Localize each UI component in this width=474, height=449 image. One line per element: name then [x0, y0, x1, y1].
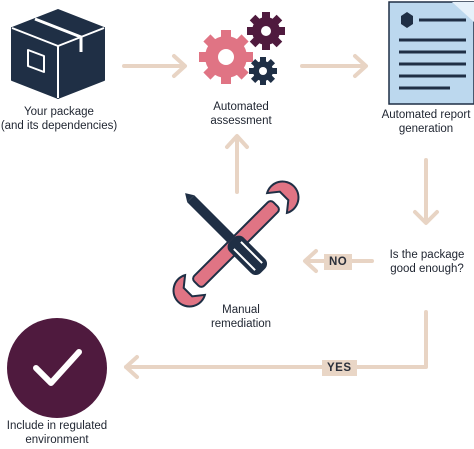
remediation-label-line1: Manual — [222, 304, 260, 316]
gears-icon — [199, 12, 285, 85]
yes-edge-label: YES — [322, 360, 357, 376]
remediation-label: Manual remediation — [196, 303, 286, 331]
arrow-decision-to-include — [124, 310, 428, 379]
decision-label-line1: Is the package — [389, 249, 465, 261]
assessment-label: Automated assessment — [196, 100, 286, 128]
tools-icon — [172, 180, 300, 308]
package-box-icon — [11, 9, 105, 99]
package-label-line1: Your package — [24, 106, 94, 118]
assessment-label-line1: Automated — [213, 101, 269, 113]
check-circle-icon — [7, 318, 107, 418]
remediation-label-line2: remediation — [210, 318, 272, 330]
decision-label-line2: good enough? — [390, 263, 464, 275]
include-label-line1: Include in regulated — [6, 420, 108, 432]
decision-label: Is the package good enough? — [380, 248, 474, 276]
package-label: Your package (and its dependencies) — [0, 105, 118, 133]
report-label-line1: Automated report — [381, 109, 471, 121]
arrow-package-to-assessment — [122, 54, 187, 78]
report-label: Automated report generation — [378, 108, 474, 136]
report-label-line2: generation — [398, 123, 454, 135]
include-label: Include in regulated environment — [0, 419, 114, 447]
arrow-report-to-decision — [413, 158, 439, 225]
arrow-assessment-to-report — [300, 54, 368, 78]
assessment-label-line2: assessment — [210, 115, 272, 127]
no-edge-label: NO — [324, 254, 353, 270]
document-icon — [388, 1, 474, 105]
arrow-remediation-to-assessment — [225, 134, 249, 194]
package-label-line2: (and its dependencies) — [0, 120, 118, 132]
include-label-line2: environment — [25, 434, 89, 446]
